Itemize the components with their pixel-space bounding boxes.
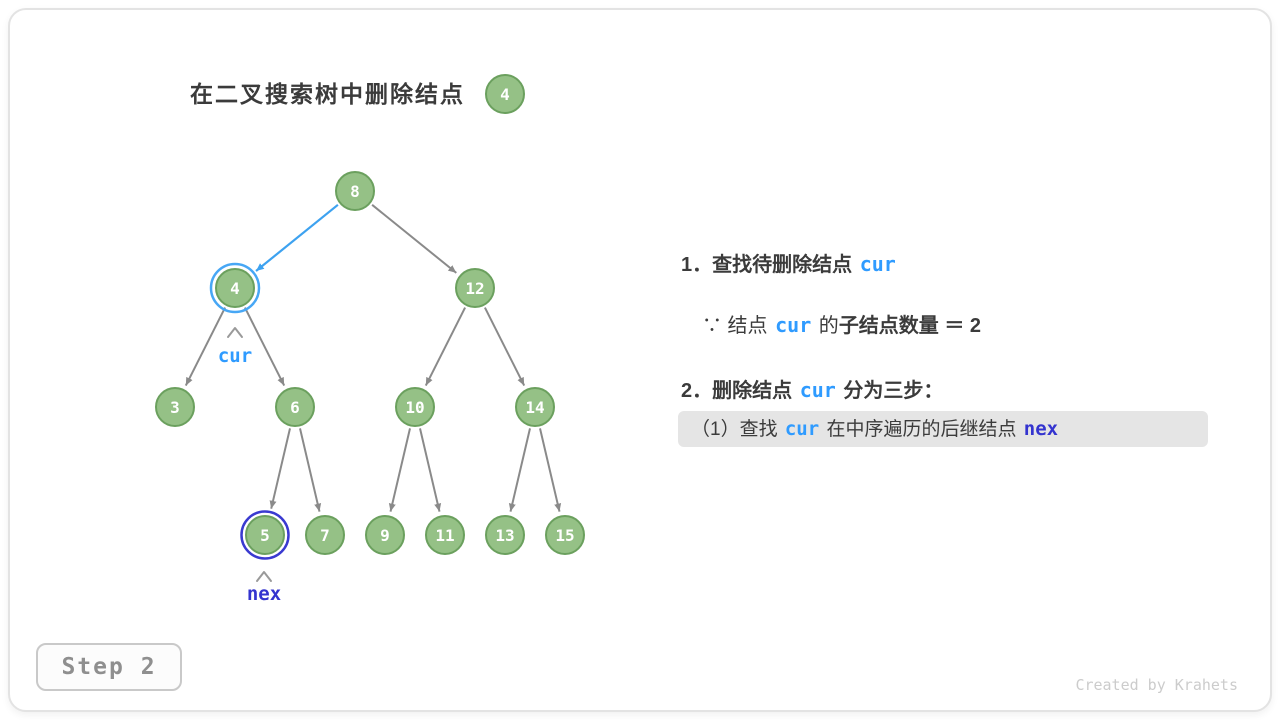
tree-edge: [269, 428, 291, 509]
pointer-annotations: cur nex: [218, 327, 281, 605]
because-text: ∵ 结点: [702, 315, 774, 337]
svg-text:4: 4: [230, 279, 240, 298]
equals-two-text: ＝ 2: [938, 315, 982, 337]
substep1-mid-text: 在中序遍历的后继结点: [821, 419, 1022, 440]
cur-highlight-ring: [209, 262, 261, 314]
tree-edge-highlighted: [255, 203, 339, 272]
svg-text:15: 15: [555, 526, 574, 545]
substep1-text: （1）查找: [691, 419, 783, 440]
svg-text:14: 14: [525, 398, 544, 417]
step2-text: 2．删除结点: [681, 380, 798, 402]
because-mid-text: 的: [813, 315, 839, 337]
tree-edges: [184, 203, 562, 512]
svg-text:10: 10: [405, 398, 424, 417]
svg-text:3: 3: [170, 398, 180, 417]
tree-node-4-cur: 4: [209, 262, 261, 314]
svg-text:5: 5: [260, 526, 270, 545]
cur-code-ref: cur: [775, 313, 812, 337]
step-indicator: Step 2: [36, 643, 182, 691]
credit-text: Created by Krahets: [1075, 676, 1238, 694]
tree-edge: [419, 428, 442, 512]
step-indicator-label: Step 2: [61, 654, 157, 680]
step2-suffix-text: 分为三步：: [837, 380, 944, 402]
svg-text:9: 9: [380, 526, 390, 545]
cur-code-ref: cur: [859, 252, 896, 276]
cur-pointer-caret: [227, 327, 243, 338]
panel-because-line: ∵ 结点 cur 的子结点数量 ＝ 2: [702, 312, 981, 339]
tree-node-14: 14: [515, 387, 555, 427]
tree-node-7: 7: [305, 515, 345, 555]
tree-node-8: 8: [335, 171, 375, 211]
svg-text:6: 6: [290, 398, 300, 417]
panel-step2-line: 2．删除结点 cur 分为三步：: [681, 377, 943, 404]
slide-card: [8, 8, 1272, 712]
tree-edge: [371, 204, 457, 274]
tree-node-12: 12: [455, 268, 495, 308]
svg-text:8: 8: [350, 182, 360, 201]
tree-edge: [184, 307, 226, 387]
page-title: 在二叉搜索树中删除结点: [190, 81, 465, 107]
nex-highlight-ring: [240, 510, 290, 560]
tree-node-11: 11: [425, 515, 465, 555]
tree-node-13: 13: [485, 515, 525, 555]
tree-node-10: 10: [395, 387, 435, 427]
title-node-badge: 4: [485, 74, 525, 114]
tree-nodes: 8 4 12 3 6 10 14 5: [155, 171, 585, 560]
tree-edge: [484, 307, 526, 387]
tree-edge: [299, 428, 322, 512]
tree-edge: [424, 307, 466, 387]
tree-node-3: 3: [155, 387, 195, 427]
tree-node-15: 15: [545, 515, 585, 555]
cur-code-ref: cur: [784, 418, 820, 440]
cur-code-ref: cur: [799, 378, 836, 402]
svg-text:13: 13: [495, 526, 514, 545]
svg-text:12: 12: [465, 279, 484, 298]
panel-step1-line: 1．查找待删除结点 cur: [681, 251, 898, 278]
tree-node-5-nex: 5: [240, 510, 290, 560]
tree-edge: [539, 428, 562, 512]
title-row: 在二叉搜索树中删除结点 4: [190, 74, 525, 114]
svg-text:11: 11: [435, 526, 454, 545]
nex-label: nex: [247, 583, 281, 605]
child-count-text: 子结点数量: [838, 315, 939, 337]
tree-edge: [508, 428, 531, 512]
tree-node-6: 6: [275, 387, 315, 427]
panel-substep1-highlight-row: （1）查找 cur 在中序遍历的后继结点 nex: [678, 411, 1208, 447]
step1-text: 1．查找待删除结点: [681, 254, 858, 276]
tree-node-9: 9: [365, 515, 405, 555]
title-node-badge-value: 4: [500, 84, 510, 104]
tree-edge: [244, 307, 286, 387]
nex-code-ref: nex: [1023, 418, 1059, 440]
cur-label: cur: [218, 345, 252, 367]
tree-edge: [388, 428, 411, 512]
nex-pointer-caret: [256, 571, 272, 582]
svg-text:7: 7: [320, 526, 330, 545]
